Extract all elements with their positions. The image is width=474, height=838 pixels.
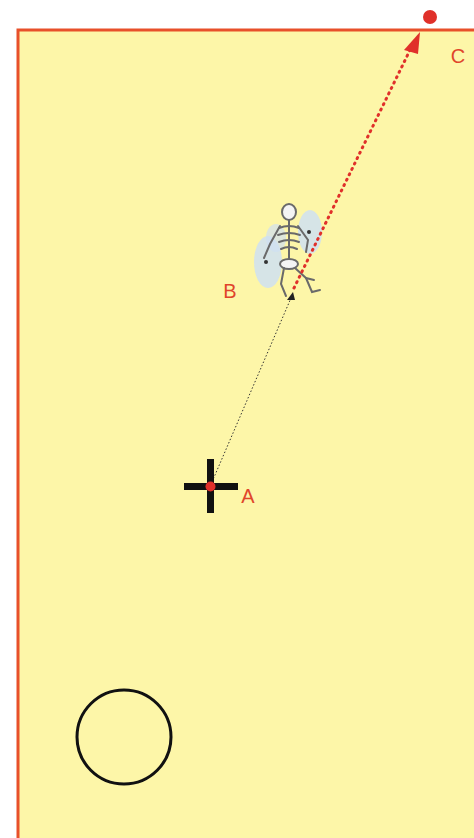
circle-marker — [77, 690, 171, 784]
point-label: C — [451, 46, 465, 66]
crosshair-marker — [184, 459, 238, 513]
point-label: B — [223, 281, 236, 301]
ground-area — [18, 30, 474, 838]
target-dot — [423, 10, 437, 24]
trajectory-line — [294, 50, 410, 288]
path-line — [212, 298, 291, 482]
point-label: A — [241, 486, 254, 506]
arrow-head — [287, 292, 295, 300]
arrow-head — [404, 32, 420, 54]
